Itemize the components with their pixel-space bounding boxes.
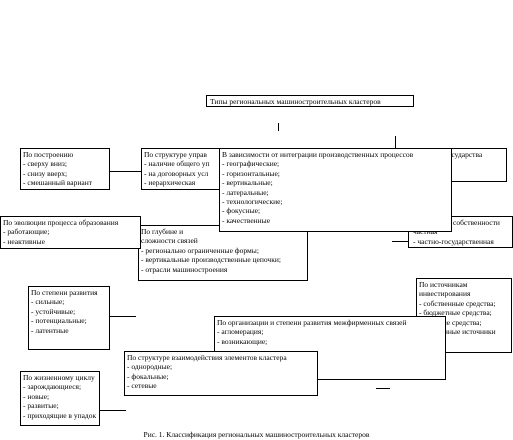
connector-line xyxy=(110,316,136,317)
box-item: - латеральные; xyxy=(222,187,269,197)
box-interfirm-organization: По организации и степени развития межфир… xyxy=(214,316,446,380)
connector-line xyxy=(110,171,144,172)
box-heading: собственности xyxy=(453,218,500,227)
box-item: - географические; xyxy=(222,159,280,169)
box-heading: По жизненному циклу xyxy=(23,373,95,382)
box-item: - вертикальные; xyxy=(222,178,273,188)
box-heading: По эволюции процесса образования xyxy=(3,218,119,227)
figure-caption: Рис. 1. Классификация региональных машин… xyxy=(143,430,370,439)
box-heading: По построению xyxy=(23,150,74,159)
box-item: - латентные xyxy=(31,325,69,335)
box-item: - вертикальные производственные цепочки; xyxy=(141,255,281,265)
box-item: - собственные средства; xyxy=(419,298,496,308)
box-item: - неактивные xyxy=(3,236,45,246)
box-item: сложности связей xyxy=(141,236,198,246)
box-item: - технологические; xyxy=(222,197,283,207)
box-item: - бюджетные средства; xyxy=(419,308,492,318)
box-item: - агломерация; xyxy=(217,327,264,337)
box-item: - на договорных усл xyxy=(144,168,209,178)
box-item: - смешанный вариант xyxy=(23,178,92,188)
box-item: - заемные средства; xyxy=(419,317,482,327)
box-interaction-structure: По структуре взаимодействия элементов кл… xyxy=(124,351,318,396)
box-item: - качественные xyxy=(222,215,271,225)
box-item: - развитые; xyxy=(23,401,59,411)
box-management-structure: По структуре управ - наличие общего уп -… xyxy=(141,148,223,190)
box-heading: По источникам xyxy=(419,280,468,289)
box-item: - приходящие в упадок xyxy=(23,410,97,420)
box-item: - сетевые xyxy=(127,381,157,391)
connector-line xyxy=(278,123,279,131)
box-item: - снизу вверх; xyxy=(23,168,68,178)
box-heading: По организации и степени развития межфир… xyxy=(217,318,407,327)
box-item: - наличие общего уп xyxy=(144,159,210,169)
box-item: - отрасли машиностроения xyxy=(141,264,228,274)
box-item: - горизонтальные; xyxy=(222,168,280,178)
box-item: - возникающие; xyxy=(217,336,268,346)
connector-line xyxy=(376,388,390,389)
diagram-title: Типы региональных машиностроительных кла… xyxy=(210,97,381,106)
box-item: - однородные; xyxy=(127,362,173,372)
connector-line xyxy=(392,241,410,242)
box-item: - частно-государственная xyxy=(413,236,494,246)
box-heading: По структуре взаимодействия элементов кл… xyxy=(127,353,287,362)
box-construction: По построению - сверху вниз; - снизу вве… xyxy=(20,148,110,190)
box-evolution: По эволюции процесса образования - работ… xyxy=(0,216,141,249)
box-depth-complexity: По глубине и сложности связей - регионал… xyxy=(138,225,308,281)
box-item: - фокусные; xyxy=(222,206,261,216)
box-integration: В зависимости от интеграции производстве… xyxy=(219,148,452,232)
box-item: - зарождающиеся; xyxy=(23,382,82,392)
box-heading: По структуре управ xyxy=(144,150,207,159)
box-heading: В зависимости от интеграции производстве… xyxy=(222,150,414,159)
box-item: - сверху вниз; xyxy=(23,159,67,169)
box-item: - фокальные; xyxy=(127,371,169,381)
box-heading: о государства xyxy=(439,150,483,159)
title-box: Типы региональных машиностроительных кла… xyxy=(206,95,414,107)
box-item: - регионально ограниченные формы; xyxy=(141,245,259,255)
box-item: - иерархическая xyxy=(144,178,196,188)
box-item: - устойчивые; xyxy=(31,306,76,316)
box-life-cycle: По жизненному циклу - зарождающиеся; - н… xyxy=(20,371,100,426)
box-item: - потенциальные; xyxy=(31,316,87,326)
box-item: - работающие; xyxy=(3,227,50,237)
box-item: - новые; xyxy=(23,391,50,401)
box-item: - смешанные источники xyxy=(419,327,496,337)
box-item: инвестирования xyxy=(419,289,471,299)
box-heading: По степени развития xyxy=(31,288,98,297)
box-heading: По глубине и xyxy=(141,227,184,236)
connector-line xyxy=(100,410,126,411)
box-item: - сильные; xyxy=(31,297,65,307)
box-development-degree: По степени развития - сильные; - устойчи… xyxy=(28,286,110,350)
